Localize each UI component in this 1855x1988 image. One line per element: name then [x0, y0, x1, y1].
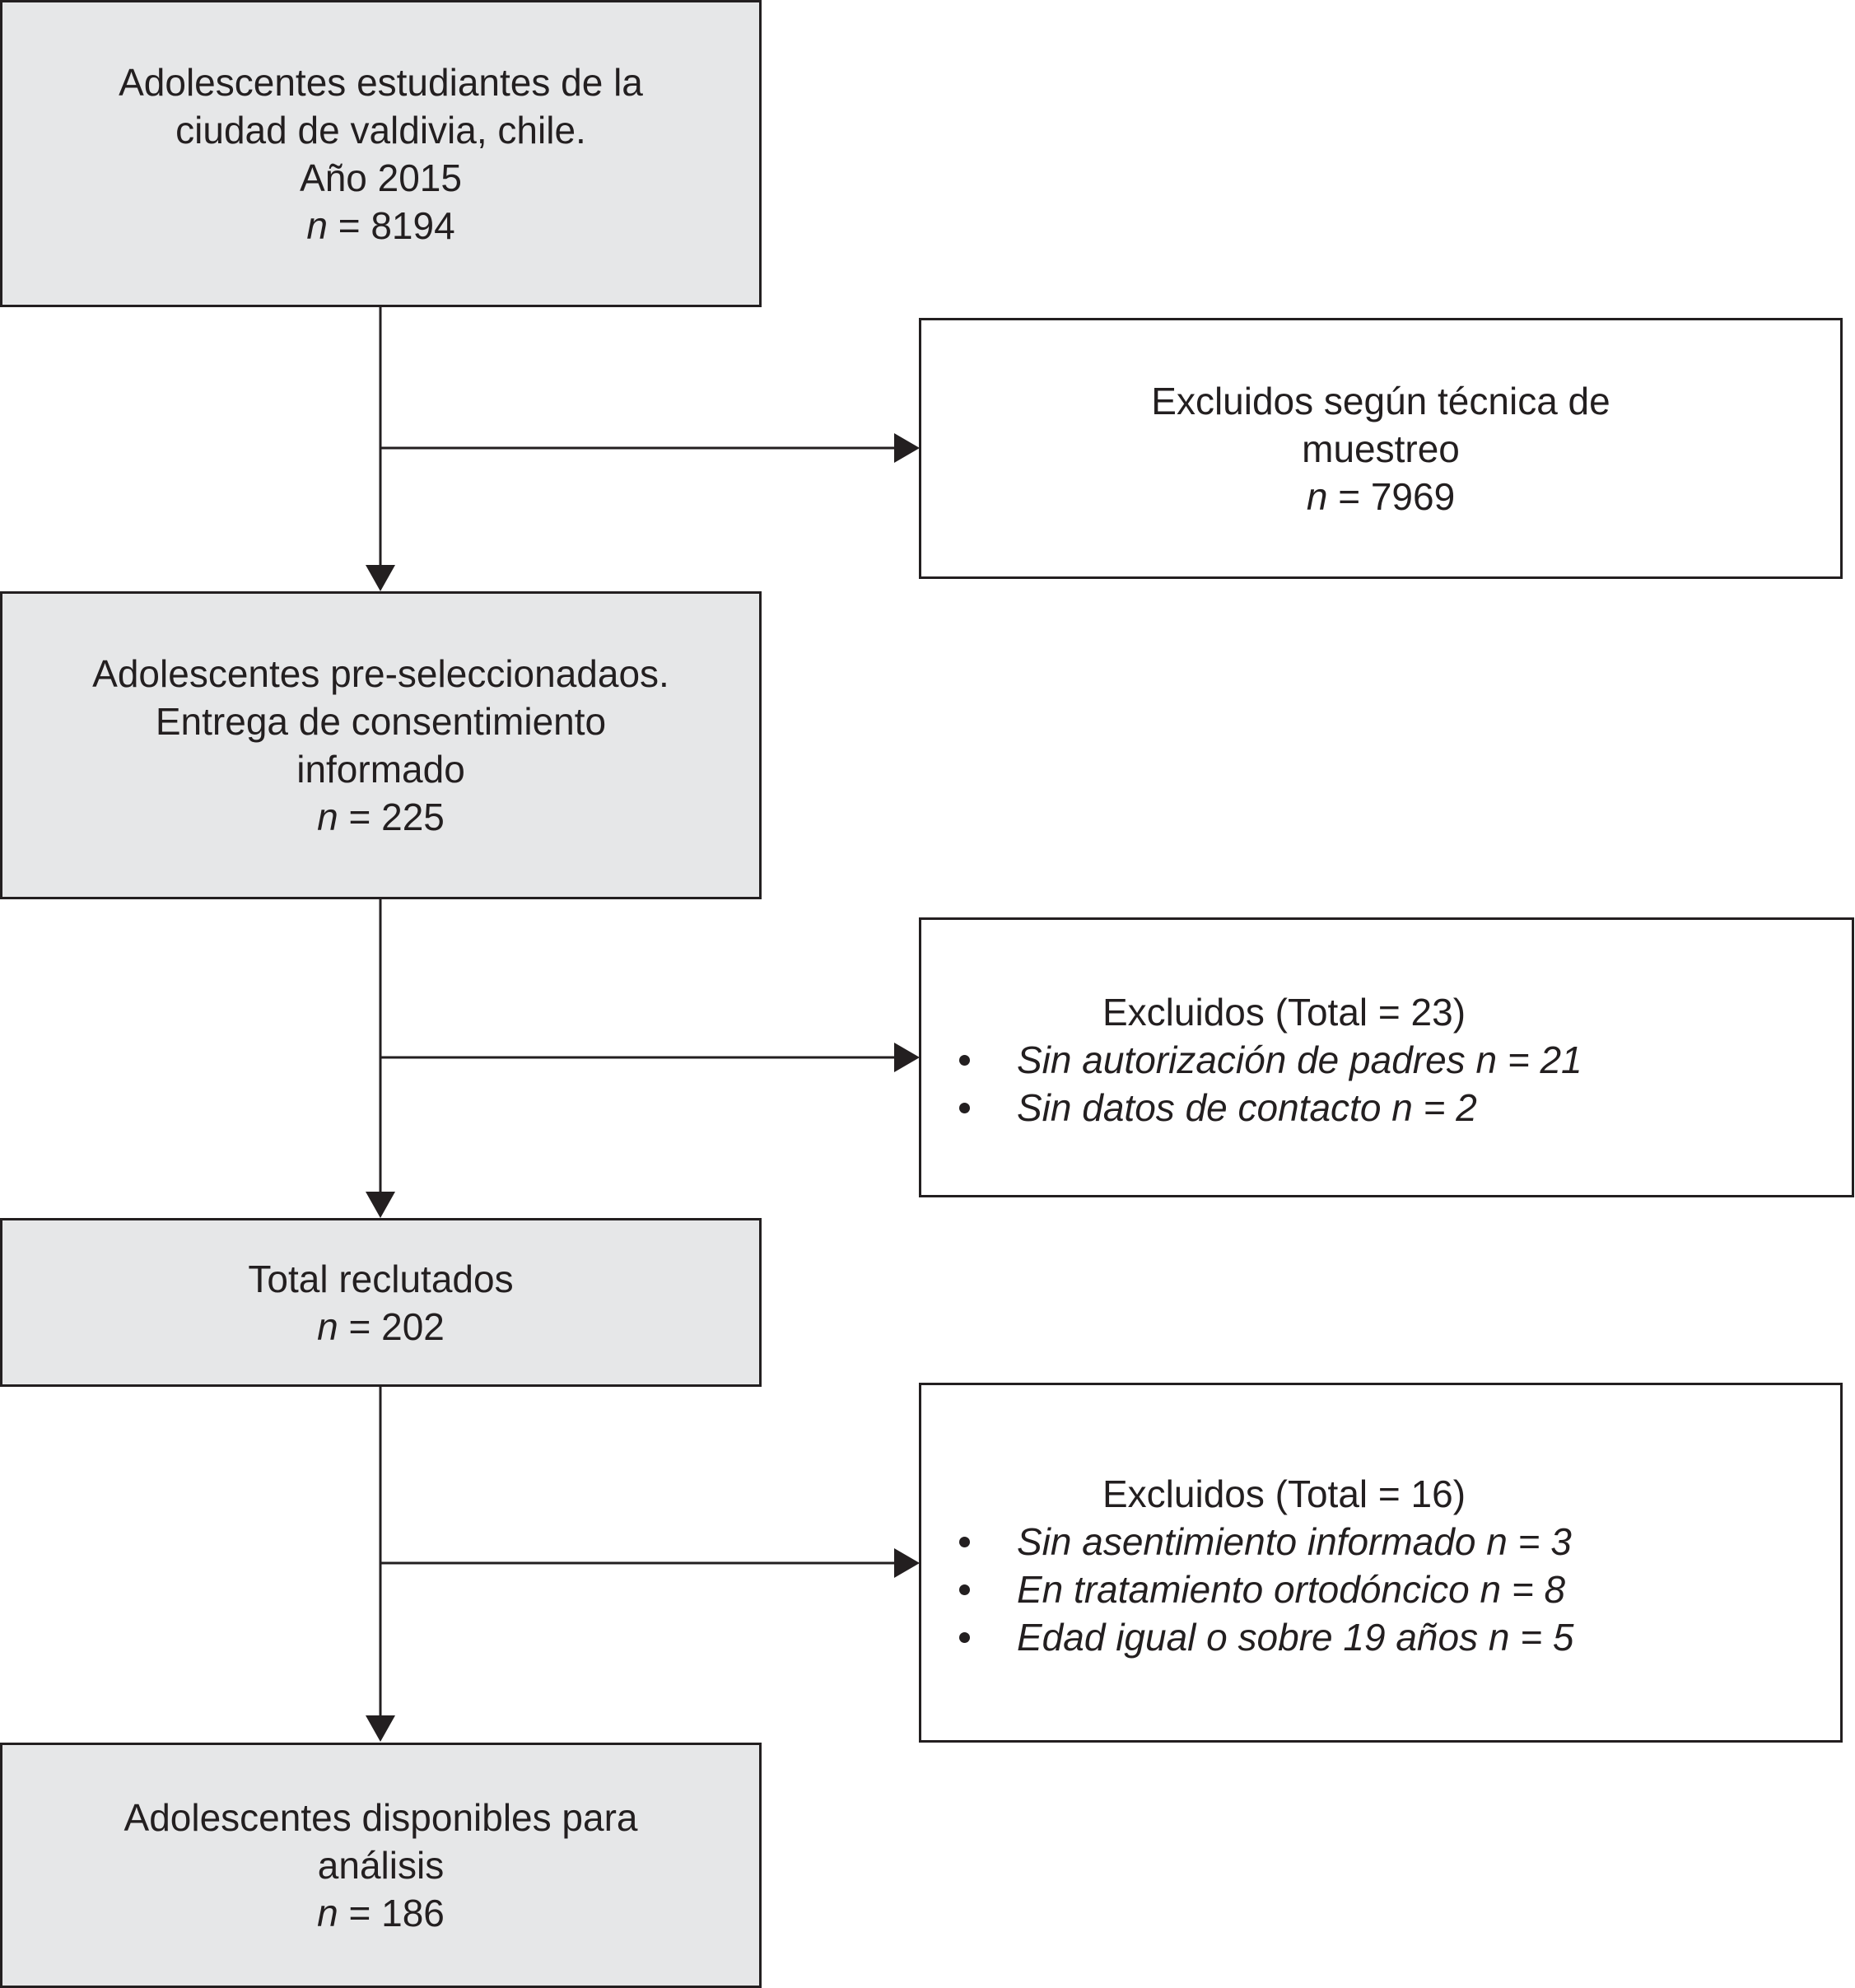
exclusion-item-text: Sin autorización de padres n = 21 [1017, 1038, 1582, 1081]
n-symbol: n [317, 1304, 338, 1348]
exclusion-item: En tratamiento ortodóncico n = 8 [959, 1566, 1573, 1613]
exclusion-list: Sin asentimiento informado n = 3 En trat… [959, 1518, 1573, 1661]
box-line: Adolescentes estudiantes de la [119, 60, 643, 104]
box-line: informado [296, 748, 465, 791]
n-value: = 225 [348, 796, 445, 838]
n-value: = 202 [348, 1304, 445, 1348]
n-value: = 8194 [338, 203, 455, 247]
box-available: Adolescentes disponibles para análisis n… [0, 1743, 762, 1988]
arrowhead-right-1 [894, 433, 920, 463]
n-symbol: n [306, 203, 328, 247]
arrowhead-down-3 [366, 1715, 395, 1742]
exclusion-item-text: Sin asentimiento informado n = 3 [1017, 1520, 1572, 1563]
exclusion-item: Edad igual o sobre 19 años n = 5 [959, 1613, 1573, 1661]
box-excluded-consent: Excluidos (Total = 23) Sin autorización … [919, 917, 1854, 1197]
exclusion-heading: Excluidos (Total = 16) [1102, 1472, 1466, 1515]
sample-size: n = 8194 [306, 202, 454, 250]
n-symbol: n [317, 1892, 338, 1934]
box-line: Total reclutados [248, 1257, 514, 1300]
n-symbol: n [1306, 474, 1328, 518]
n-value: = 7969 [1338, 474, 1456, 518]
arrowhead-right-3 [894, 1548, 920, 1578]
sample-size: n = 202 [317, 1303, 445, 1351]
exclusion-item-text: Sin datos de contacto n = 2 [1017, 1086, 1477, 1129]
arrowhead-down-1 [366, 565, 395, 591]
box-line: análisis [317, 1844, 445, 1887]
exclusion-heading: Excluidos (Total = 23) [1102, 991, 1466, 1034]
box-excluded-sampling: Excluidos según técnica de muestreo n = … [919, 318, 1843, 579]
sample-size: n = 7969 [1307, 473, 1455, 520]
bullet-icon [959, 1537, 970, 1547]
exclusion-list: Sin autorización de padres n = 21 Sin da… [959, 1036, 1582, 1132]
box-line: Excluidos según técnica de [1151, 379, 1610, 422]
n-value: = 186 [348, 1892, 445, 1934]
bullet-icon [959, 1055, 970, 1066]
box-preselected: Adolescentes pre-seleccionadaos. Entrega… [0, 591, 762, 899]
box-line: muestreo [1302, 427, 1460, 470]
box-recruited: Total reclutados n = 202 [0, 1218, 762, 1387]
exclusion-item-text: Edad igual o sobre 19 años n = 5 [1017, 1616, 1574, 1659]
arrowhead-right-2 [894, 1043, 920, 1072]
box-study-population: Adolescentes estudiantes de la ciudad de… [0, 0, 762, 307]
box-line: Año 2015 [300, 156, 462, 199]
exclusion-item-text: En tratamiento ortodóncico n = 8 [1017, 1568, 1566, 1611]
exclusion-item: Sin datos de contacto n = 2 [959, 1084, 1582, 1132]
arrowhead-down-2 [366, 1192, 395, 1218]
bullet-icon [959, 1103, 970, 1113]
box-line: Entrega de consentimiento [155, 700, 607, 743]
n-symbol: n [317, 796, 338, 838]
box-line: ciudad de valdivia, chile. [175, 108, 586, 152]
exclusion-item: Sin asentimiento informado n = 3 [959, 1518, 1573, 1566]
exclusion-item: Sin autorización de padres n = 21 [959, 1036, 1582, 1084]
bullet-icon [959, 1584, 970, 1595]
sample-size: n = 186 [317, 1889, 445, 1937]
box-excluded-criteria: Excluidos (Total = 16) Sin asentimiento … [919, 1383, 1843, 1743]
sample-size: n = 225 [317, 793, 445, 841]
bullet-icon [959, 1632, 970, 1643]
box-line: Adolescentes disponibles para [124, 1796, 638, 1839]
box-line: Adolescentes pre-seleccionadaos. [92, 652, 669, 695]
